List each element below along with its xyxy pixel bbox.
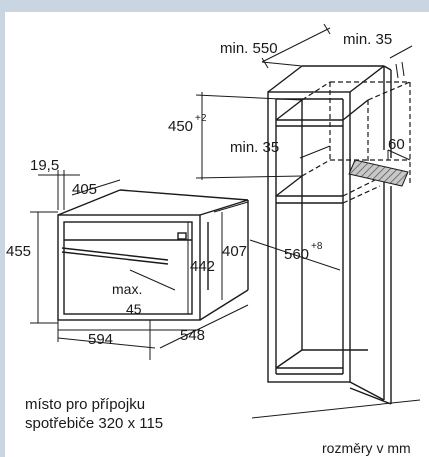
left-border bbox=[0, 0, 5, 457]
dim-560: 560 bbox=[284, 246, 309, 263]
oven bbox=[57, 189, 249, 321]
dim-max-label: max. bbox=[112, 281, 142, 297]
oven-dimensions bbox=[30, 170, 249, 360]
dim-min-550: min. 550 bbox=[220, 40, 278, 57]
dim-455: 455 bbox=[6, 243, 31, 260]
ventilation-slot bbox=[348, 159, 409, 187]
cabinet bbox=[267, 65, 392, 405]
dim-594: 594 bbox=[88, 331, 113, 348]
dim-405: 405 bbox=[72, 181, 97, 198]
dim-min-35-top: min. 35 bbox=[343, 31, 392, 48]
dim-19-5: 19,5 bbox=[30, 157, 59, 174]
top-border bbox=[0, 0, 429, 12]
dim-407: 407 bbox=[222, 243, 247, 260]
note-line-2: spotřebiče 320 x 115 bbox=[25, 415, 163, 432]
units-note: rozměry v mm bbox=[322, 440, 411, 456]
cabinet-dimensions bbox=[195, 23, 421, 419]
dim-442: 442 bbox=[190, 258, 215, 275]
niche-dashed bbox=[301, 81, 411, 204]
dim-max-value: 45 bbox=[126, 301, 142, 317]
dim-560-sup: +8 bbox=[311, 241, 323, 252]
dim-548: 548 bbox=[180, 327, 205, 344]
dim-min-35-mid: min. 35 bbox=[230, 139, 279, 156]
dim-450-sup: +2 bbox=[195, 113, 207, 124]
dim-60: 60 bbox=[388, 136, 405, 153]
note-line-1: místo pro přípojku bbox=[25, 396, 145, 413]
dim-450: 450 bbox=[168, 118, 193, 135]
